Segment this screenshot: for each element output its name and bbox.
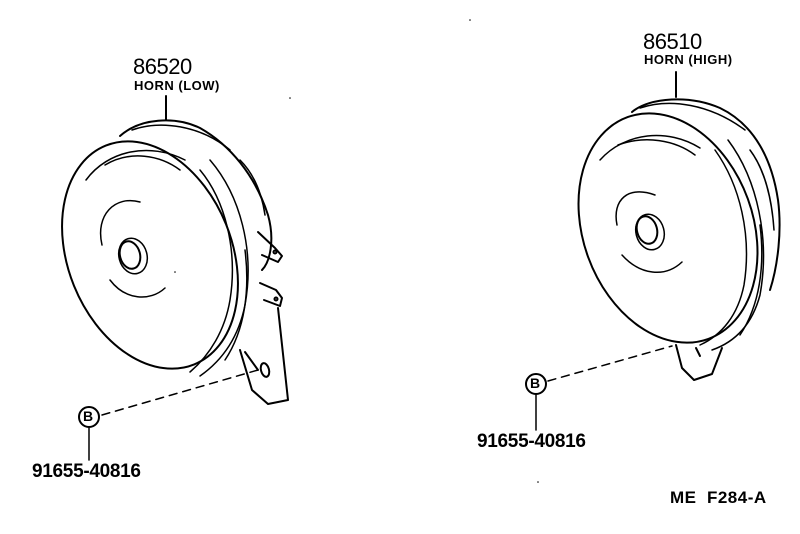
bolt-callout-letter-left: B	[83, 408, 94, 424]
horn-high-name: HORN (HIGH)	[644, 52, 733, 67]
horn-high-part-number: 86510	[643, 29, 702, 54]
horn-low-name: HORN (LOW)	[134, 78, 220, 93]
horn-low-bolt-leader	[101, 369, 259, 416]
bolt-part-number-right: 91655-40816	[477, 431, 586, 452]
bolt-callout-letter-right: B	[530, 375, 541, 391]
bolt-part-number-left: 91655-40816	[32, 461, 141, 482]
horn-high-drawing	[525, 71, 781, 431]
bolt-callout-circle-right	[525, 373, 547, 395]
horn-low-part-number: 86520	[133, 54, 192, 79]
horn-low-drawing	[61, 95, 289, 461]
bolt-callout-circle-left	[78, 406, 100, 428]
horn-high-bolt-leader	[547, 345, 673, 382]
figure-code: ME F284-A	[670, 488, 767, 507]
